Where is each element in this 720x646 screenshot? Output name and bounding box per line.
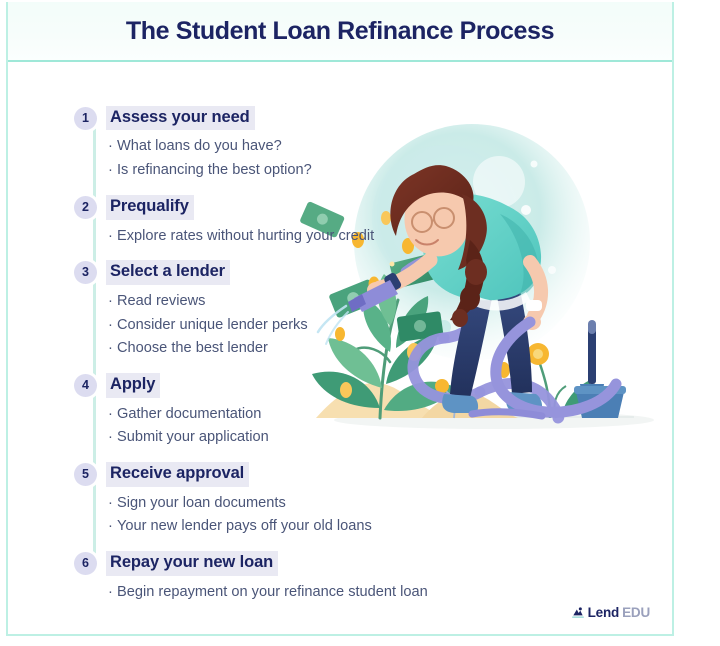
step-number-badge: 1 xyxy=(74,106,97,130)
list-item: ·Begin repayment on your refinance stude… xyxy=(108,581,544,605)
bullet-marker-icon: · xyxy=(108,405,113,422)
step-title: Select a lender xyxy=(106,260,230,285)
bullet-marker-icon: · xyxy=(108,494,113,511)
bullet-text: Begin repayment on your refinance studen… xyxy=(117,583,428,600)
bullet-text: Explore rates without hurting your credi… xyxy=(117,227,375,244)
bullet-marker-icon: · xyxy=(108,429,113,446)
step-number-badge: 4 xyxy=(74,373,97,397)
header-band: The Student Loan Refinance Process xyxy=(8,2,672,62)
bullet-marker-icon: · xyxy=(108,340,113,357)
step-bullet-list: ·Explore rates without hurting your cred… xyxy=(74,223,544,249)
step-bullet-list: ·Sign your loan documents ·Your new lend… xyxy=(74,490,544,540)
bullet-text: Your new lender pays off your old loans xyxy=(117,518,372,535)
bullet-marker-icon: · xyxy=(108,292,113,309)
process-steps-list: 1 Assess your need ·What loans do you ha… xyxy=(74,106,544,616)
list-item: ·Gather documentation xyxy=(108,403,544,427)
process-step: 2 Prequalify ·Explore rates without hurt… xyxy=(74,195,544,248)
bullet-marker-icon: · xyxy=(108,138,113,155)
process-step: 4 Apply ·Gather documentation ·Submit yo… xyxy=(74,373,544,450)
bullet-text: Sign your loan documents xyxy=(117,494,286,511)
bullet-text: Read reviews xyxy=(117,292,206,309)
step-number-badge: 3 xyxy=(74,261,97,285)
list-item: ·What loans do you have? xyxy=(108,135,544,159)
infographic-card: The Student Loan Refinance Process xyxy=(6,2,674,636)
step-bullet-list: ·What loans do you have? ·Is refinancing… xyxy=(74,133,544,183)
bullet-marker-icon: · xyxy=(108,518,113,535)
step-bullet-list: ·Read reviews ·Consider unique lender pe… xyxy=(74,288,544,361)
bullet-marker-icon: · xyxy=(108,227,113,244)
logo-text-edu: EDU xyxy=(622,605,650,621)
list-item: ·Is refinancing the best option? xyxy=(108,159,544,183)
step-number-badge: 6 xyxy=(74,551,97,575)
page-title: The Student Loan Refinance Process xyxy=(125,16,555,45)
bullet-text: What loans do you have? xyxy=(117,138,282,155)
step-title: Assess your need xyxy=(106,106,255,131)
list-item: ·Read reviews xyxy=(108,290,544,314)
bullet-text: Submit your application xyxy=(117,429,269,446)
list-item: ·Consider unique lender perks xyxy=(108,314,544,338)
list-item: ·Choose the best lender xyxy=(108,337,544,361)
list-item: ·Your new lender pays off your old loans xyxy=(108,515,544,539)
step-header: 1 Assess your need xyxy=(74,106,544,131)
process-step: 3 Select a lender ·Read reviews ·Conside… xyxy=(74,260,544,361)
step-title: Repay your new loan xyxy=(106,551,279,576)
logo-text-lend: Lend xyxy=(587,605,620,621)
timeline-connector xyxy=(93,122,96,564)
list-item: ·Explore rates without hurting your cred… xyxy=(108,225,544,249)
step-header: 3 Select a lender xyxy=(74,260,544,285)
bullet-text: Choose the best lender xyxy=(117,340,268,357)
step-bullet-list: ·Begin repayment on your refinance stude… xyxy=(74,579,544,605)
bullet-text: Consider unique lender perks xyxy=(117,316,308,333)
lendedu-mark-icon xyxy=(571,607,584,618)
step-number-badge: 5 xyxy=(74,462,97,486)
step-title: Receive approval xyxy=(106,462,250,487)
list-item: ·Submit your application xyxy=(108,426,544,450)
list-item: ·Sign your loan documents xyxy=(108,492,544,516)
step-header: 2 Prequalify xyxy=(74,195,544,220)
bullet-text: Is refinancing the best option? xyxy=(117,162,312,179)
bullet-marker-icon: · xyxy=(108,162,113,179)
bullet-marker-icon: · xyxy=(108,316,113,333)
step-title: Apply xyxy=(106,373,161,398)
step-number-badge: 2 xyxy=(74,195,97,219)
process-step: 5 Receive approval ·Sign your loan docum… xyxy=(74,462,544,539)
step-header: 5 Receive approval xyxy=(74,462,544,487)
process-step: 6 Repay your new loan ·Begin repayment o… xyxy=(74,551,544,604)
bullet-text: Gather documentation xyxy=(117,405,262,422)
step-header: 6 Repay your new loan xyxy=(74,551,544,576)
process-step: 1 Assess your need ·What loans do you ha… xyxy=(74,106,544,183)
step-bullet-list: ·Gather documentation ·Submit your appli… xyxy=(74,401,544,451)
step-header: 4 Apply xyxy=(74,373,544,398)
bullet-marker-icon: · xyxy=(108,583,113,600)
step-title: Prequalify xyxy=(106,195,194,220)
